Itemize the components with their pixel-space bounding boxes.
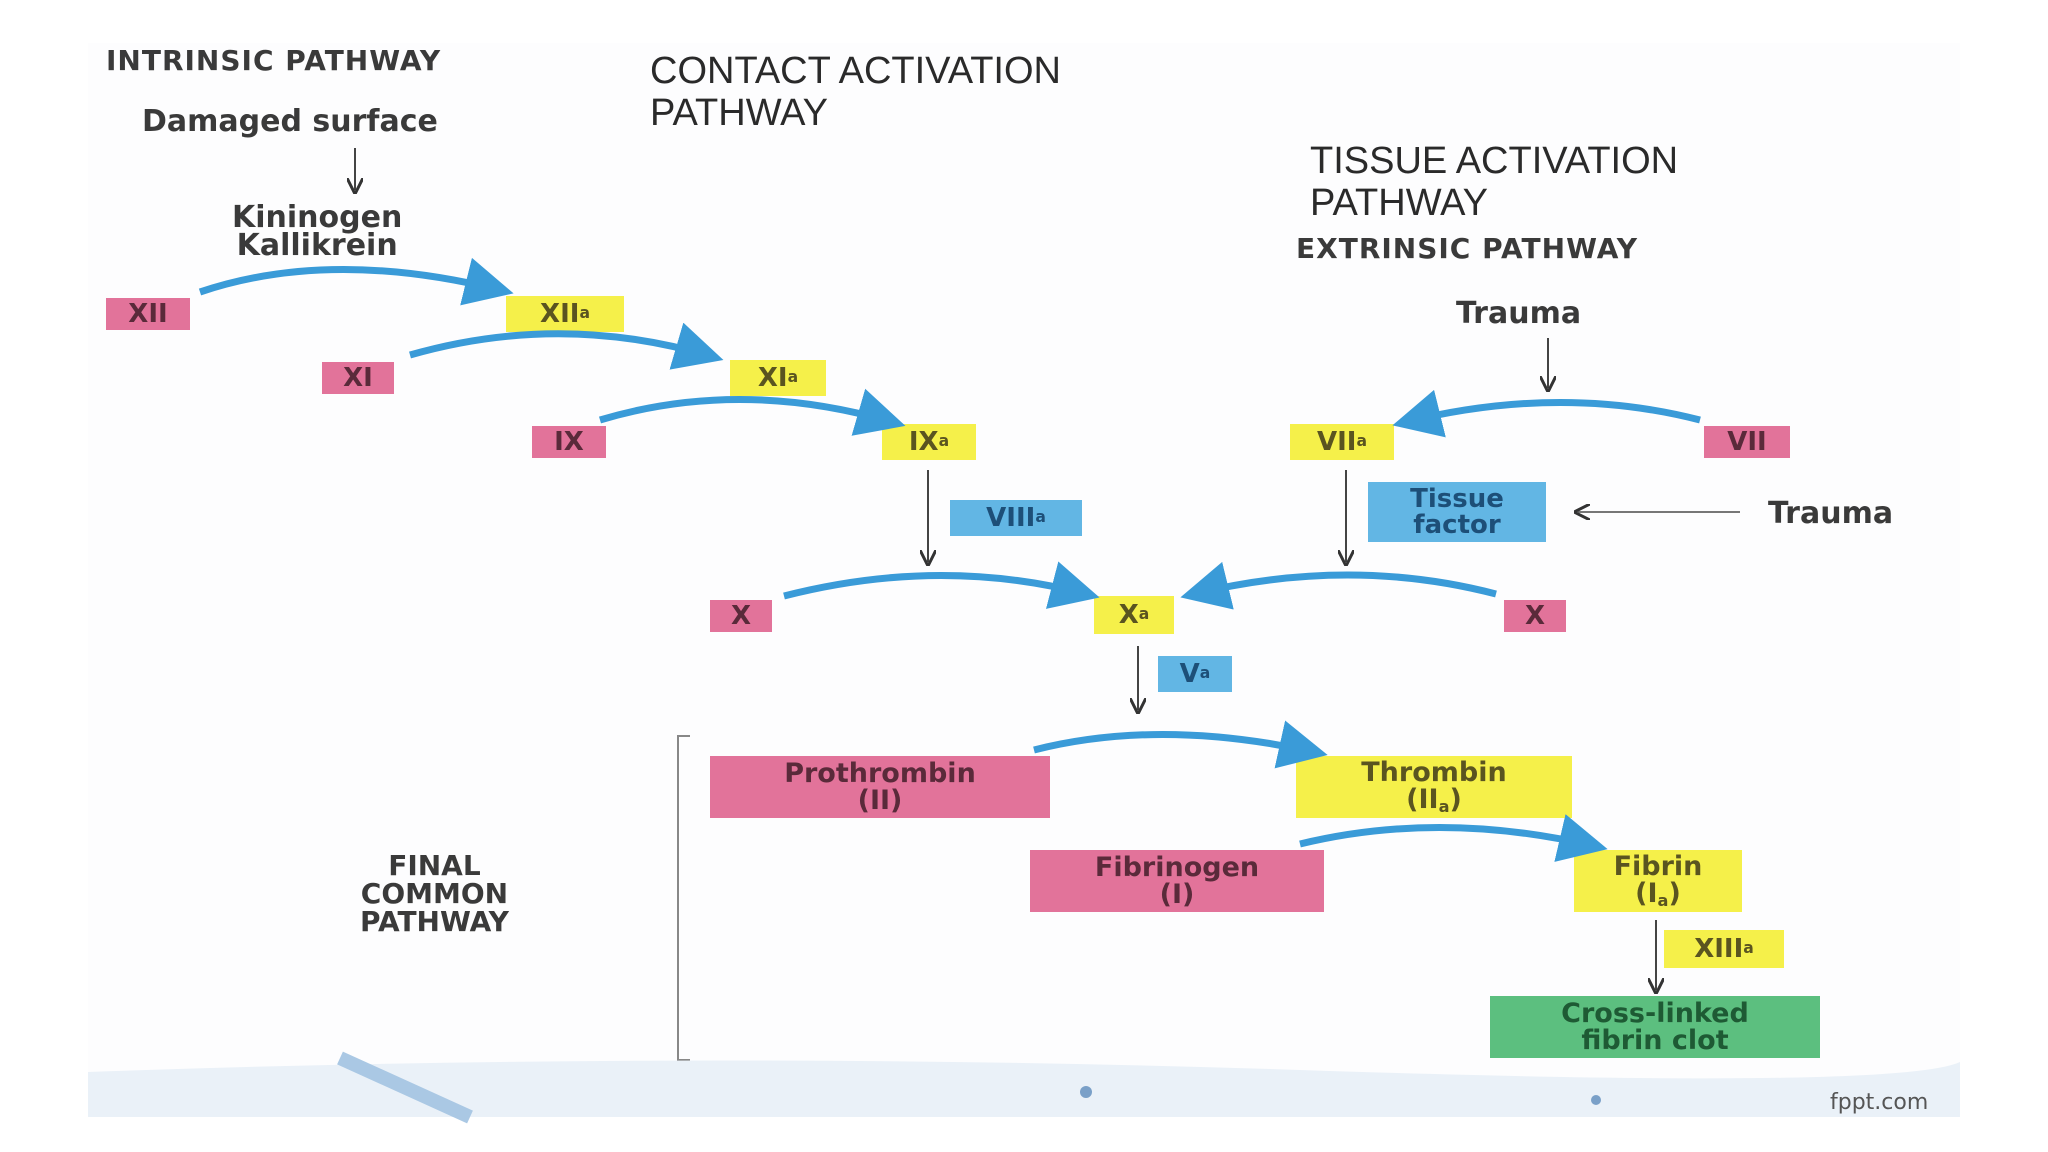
final-common-pathway-heading: FINAL COMMON PATHWAY xyxy=(360,849,509,938)
trauma-side-label: Trauma xyxy=(1768,496,1894,531)
fibrin-box: Fibrin (Ia) xyxy=(1574,850,1742,912)
factor-vii-box: VII xyxy=(1704,426,1790,458)
tissue-activation-heading: TISSUE ACTIVATION PATHWAY xyxy=(1310,140,1679,224)
factor-xi-box: XI xyxy=(322,362,394,394)
thrombin-box: Thrombin (IIa) xyxy=(1296,756,1572,818)
factor-xii-box: XII xyxy=(106,298,190,330)
contact-activation-heading: CONTACT ACTIVATION PATHWAY xyxy=(650,50,1061,134)
fppt-brand-label: fppt.com xyxy=(1830,1090,1929,1115)
extrinsic-pathway-heading: EXTRINSIC PATHWAY xyxy=(1296,232,1638,265)
damaged-surface-label: Damaged surface xyxy=(142,104,438,139)
prothrombin-box: Prothrombin (II) xyxy=(710,756,1050,818)
factor-x-right-box: X xyxy=(1504,600,1566,632)
trauma-top-label: Trauma xyxy=(1456,296,1582,331)
fibrinogen-box: Fibrinogen (I) xyxy=(1030,850,1324,912)
cross-linked-fibrin-clot-box: Cross-linked fibrin clot xyxy=(1490,996,1820,1058)
factor-ix-box: IX xyxy=(532,426,606,458)
kininogen-kallikrein-label: Kininogen Kallikrein xyxy=(232,200,403,263)
tissue-factor-box: Tissue factor xyxy=(1368,482,1546,542)
intrinsic-pathway-heading: INTRINSIC PATHWAY xyxy=(106,44,442,77)
factor-x-left-box: X xyxy=(710,600,772,632)
